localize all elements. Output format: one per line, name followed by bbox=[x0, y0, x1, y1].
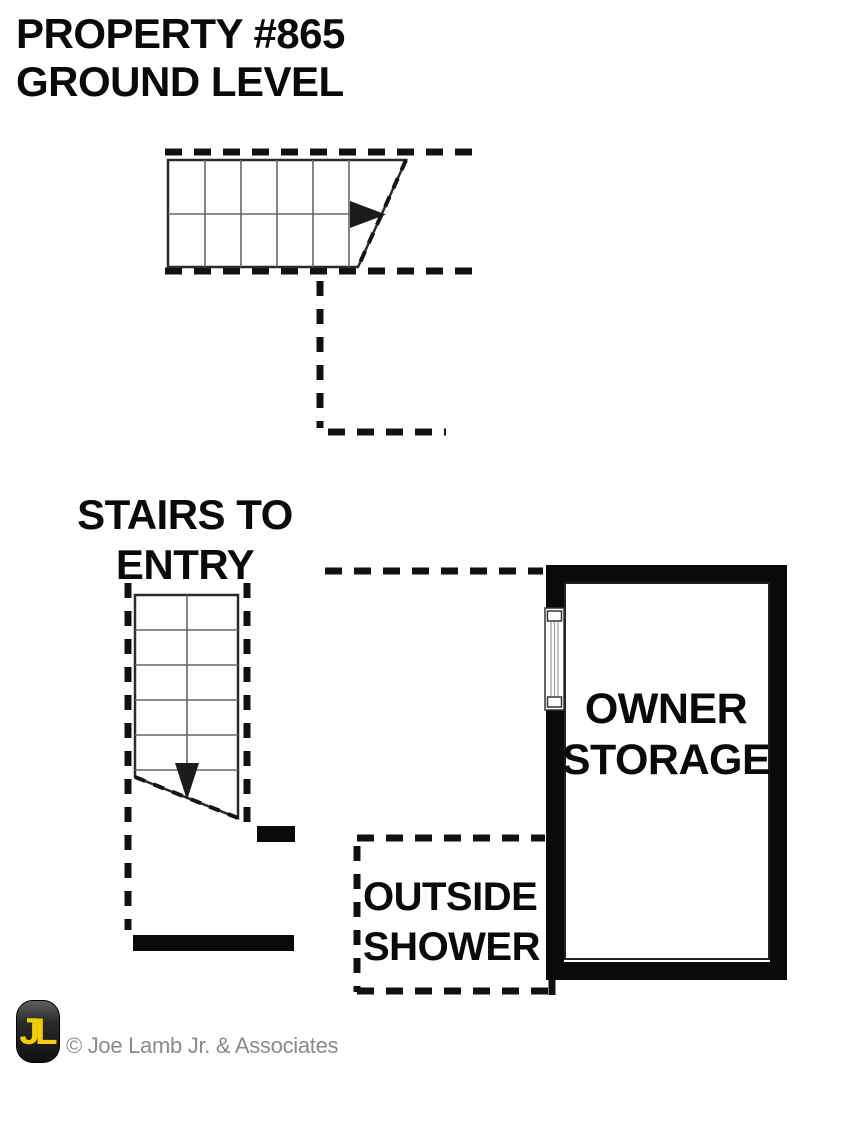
arrow-down-icon bbox=[175, 763, 199, 800]
wall-segment-small bbox=[257, 826, 295, 842]
footer: JL © Joe Lamb Jr. & Associates bbox=[16, 999, 339, 1063]
wall-segment-bottom bbox=[133, 935, 294, 951]
storage-wall-top bbox=[546, 565, 787, 582]
copyright-text: © Joe Lamb Jr. & Associates bbox=[66, 1033, 339, 1058]
window bbox=[544, 607, 565, 711]
floor-level-title: GROUND LEVEL bbox=[16, 58, 344, 105]
owner-storage-label: OWNER STORAGE bbox=[561, 685, 771, 784]
upper-stairs-treads bbox=[168, 160, 352, 267]
logo-monogram: JL bbox=[19, 1011, 57, 1052]
landing-dashed-connector bbox=[316, 281, 446, 436]
stairs-to-entry-label: STAIRS TO ENTRY bbox=[77, 491, 293, 588]
entry-stairs bbox=[124, 583, 295, 951]
storage-wall-right bbox=[770, 565, 787, 980]
arrow-right-icon bbox=[350, 201, 386, 228]
owner-storage-room bbox=[544, 565, 787, 980]
outside-shower-label: OUTSIDE SHOWER bbox=[363, 875, 541, 969]
storage-wall-left-lower bbox=[546, 708, 564, 980]
upper-stairs-outline bbox=[166, 158, 408, 269]
property-number-title: PROPERTY #865 bbox=[16, 10, 345, 57]
storage-inner-wall-line bbox=[564, 582, 770, 960]
page-title: PROPERTY #865 GROUND LEVEL bbox=[16, 10, 345, 106]
joe-lamb-logo-icon: JL bbox=[16, 1000, 60, 1063]
outside-shower-enclosure bbox=[353, 834, 556, 1003]
entry-stairs-treads bbox=[135, 595, 238, 771]
storage-wall-bottom bbox=[546, 962, 787, 980]
storage-wall-left-upper bbox=[546, 565, 564, 610]
upper-stairs bbox=[165, 148, 478, 275]
